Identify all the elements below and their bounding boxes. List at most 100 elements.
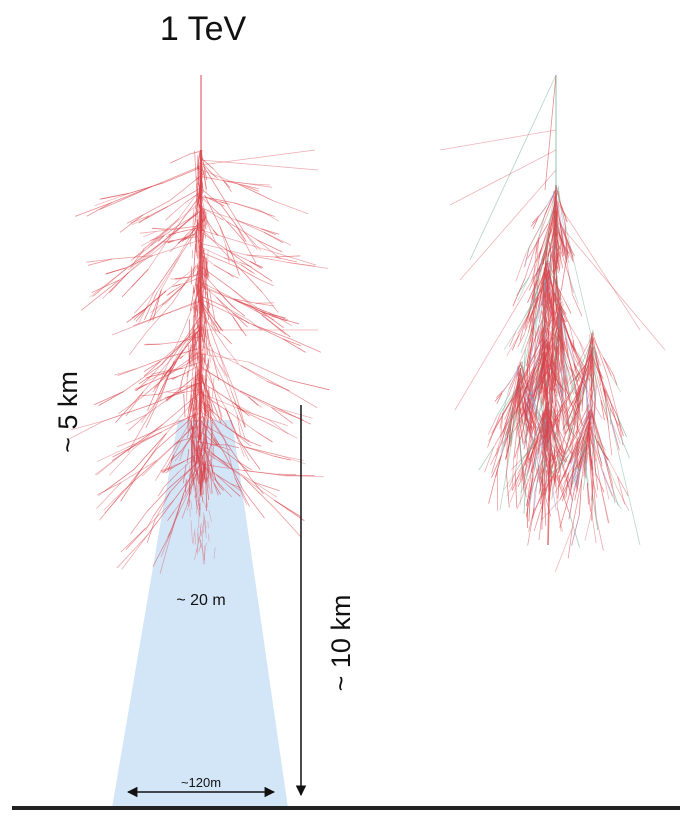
particle-track: [288, 262, 328, 269]
particle-track: [130, 511, 148, 535]
particle-track: [194, 228, 197, 241]
particle-track: [576, 435, 585, 454]
particle-track: [510, 429, 513, 447]
particle-track: [242, 489, 265, 519]
particle-track: [174, 283, 186, 291]
particle-track: [566, 242, 571, 253]
particle-track: [198, 459, 201, 477]
particle-track: [562, 229, 568, 243]
particle-track: [557, 413, 561, 431]
particle-track: [541, 444, 544, 459]
particle-track: [132, 318, 151, 327]
particle-track: [520, 373, 534, 418]
particle-track: [191, 386, 196, 410]
particle-track: [535, 329, 547, 366]
particle-track: [223, 257, 240, 263]
particle-track: [568, 337, 577, 351]
particle-track: [541, 295, 545, 306]
particle-track: [545, 281, 555, 309]
particle-track: [119, 214, 144, 233]
particle-track: [194, 298, 199, 316]
particle-track: [215, 474, 231, 485]
particle-track: [131, 269, 149, 288]
particle-track: [191, 455, 193, 470]
particle-track: [194, 150, 197, 181]
particle-track: [553, 399, 557, 428]
particle-track: [520, 332, 529, 354]
particle-track: [519, 395, 521, 412]
particle-track: [199, 298, 209, 311]
particle-track: [145, 500, 174, 529]
particle-track: [164, 367, 184, 374]
particle-track: [174, 496, 186, 512]
particle-track: [515, 253, 527, 282]
particle-track: [592, 449, 597, 462]
particle-track: [511, 333, 520, 351]
particle-track: [568, 445, 578, 466]
particle-track: [536, 268, 541, 291]
particle-track: [538, 342, 548, 367]
particle-track: [561, 248, 565, 257]
particle-track: [596, 376, 604, 400]
particle-track: [559, 306, 568, 323]
particle-track: [206, 312, 213, 323]
particle-track: [184, 236, 189, 241]
particle-track: [178, 232, 189, 244]
particle-track: [604, 389, 609, 429]
particle-track: [156, 426, 194, 461]
particle-track: [222, 179, 231, 188]
particle-track: [194, 376, 198, 397]
particle-track: [94, 452, 124, 476]
particle-track: [544, 400, 550, 420]
particle-track: [534, 320, 543, 353]
particle-track: [86, 202, 112, 217]
particle-track: [212, 322, 217, 332]
particle-track: [160, 341, 179, 345]
particle-track: [569, 493, 574, 519]
particle-track: [208, 509, 212, 523]
particle-track: [570, 465, 575, 488]
particle-track: [592, 374, 596, 401]
particle-track: [547, 301, 553, 318]
particle-track: [554, 461, 557, 487]
particle-track: [260, 310, 285, 329]
particle-track: [193, 352, 195, 363]
particle-track: [199, 411, 226, 426]
particle-track: [188, 274, 200, 278]
particle-track: [208, 359, 210, 369]
particle-track: [558, 251, 564, 269]
particle-track: [542, 308, 546, 340]
shower-height-label: ~ 5 km: [53, 371, 83, 453]
particle-track: [117, 396, 143, 415]
particle-track: [197, 369, 207, 389]
particle-track: [454, 239, 557, 411]
particle-track: [551, 485, 557, 511]
particle-track: [555, 186, 560, 202]
particle-track: [603, 450, 618, 477]
particle-track: [595, 435, 599, 453]
particle-track: [222, 379, 238, 416]
particle-track: [223, 447, 231, 451]
particle-track: [534, 296, 539, 318]
particle-track: [169, 353, 205, 375]
particle-track: [246, 254, 275, 258]
particle-track: [584, 512, 592, 541]
particle-track: [210, 325, 226, 348]
particle-track: [198, 417, 209, 432]
particle-track: [594, 450, 602, 488]
particle-track: [529, 287, 539, 312]
particle-track: [544, 286, 547, 302]
particle-track: [151, 370, 166, 375]
particle-track: [555, 219, 666, 351]
particle-track: [610, 375, 621, 393]
particle-track: [271, 407, 304, 421]
particle-track: [533, 436, 539, 455]
electromagnetic-shower-tracks: [69, 75, 330, 574]
particle-track: [546, 231, 550, 251]
particle-track: [232, 256, 240, 276]
particle-track: [555, 233, 559, 244]
particle-track: [212, 229, 218, 236]
particle-track: [201, 255, 204, 273]
particle-track: [200, 161, 209, 170]
cherenkov-light-cone: [112, 420, 288, 808]
